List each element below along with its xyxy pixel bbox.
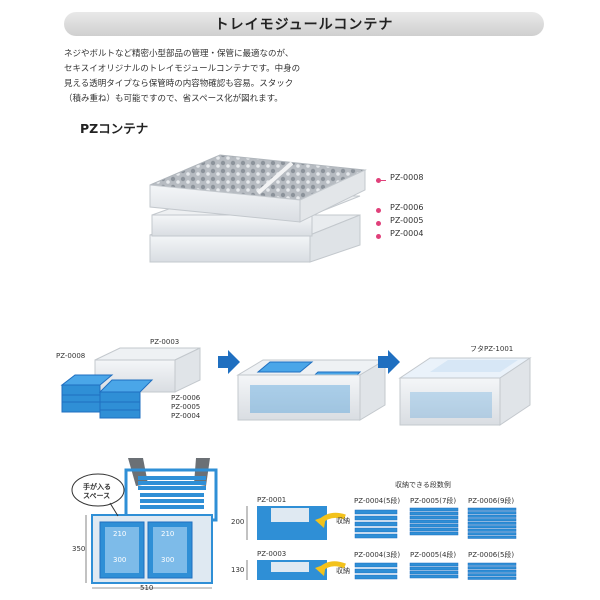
- row2-base: PZ-0003: [257, 550, 287, 558]
- row2-option: PZ-0005(4段): [410, 551, 457, 559]
- step1-side-label: PZ-0006: [171, 394, 201, 402]
- page-title: トレイモジュールコンテナ: [214, 17, 394, 33]
- table-title: 収納できる段数例: [395, 481, 451, 489]
- dim-width: 510: [140, 584, 154, 592]
- row2-arrow-label: 収納: [336, 567, 350, 575]
- intro-line: （積み重ね）も可能ですので、省スペース化が図れます。: [64, 94, 283, 104]
- row1-arrow-label: 収納: [336, 517, 350, 525]
- row1-base: PZ-0001: [257, 496, 287, 504]
- stack-label-pz0006: PZ-0006: [390, 203, 424, 212]
- callout-line: 手が入る: [83, 483, 111, 491]
- row2-option: PZ-0004(3段): [354, 551, 401, 559]
- title-banner: トレイモジュールコンテナ: [64, 12, 544, 36]
- row1-option: PZ-0004(5段): [354, 497, 401, 505]
- section-title: PZコンテナ: [80, 121, 149, 136]
- step1-side-label: PZ-0004: [171, 412, 201, 420]
- label-dot: [376, 208, 381, 213]
- label-dot: [376, 221, 381, 226]
- step1-top-label: PZ-0003: [150, 338, 180, 346]
- callout-line: スペース: [83, 492, 111, 500]
- cell-height: 300: [161, 556, 175, 564]
- stack-label-pz0004: PZ-0004: [390, 229, 424, 238]
- intro-line: ネジやボルトなど精密小型部品の管理・保管に最適なのが、: [64, 49, 294, 59]
- row1-option: PZ-0006(9段): [468, 497, 515, 505]
- cell-width: 210: [113, 530, 127, 538]
- step1-side-label: PZ-0005: [171, 403, 201, 411]
- label-dot: [376, 234, 381, 239]
- intro-line: 見える透明タイプなら保管時の内容物確認も容易。スタック: [64, 79, 294, 89]
- cell-width: 210: [161, 530, 175, 538]
- row2-option: PZ-0006(5段): [468, 551, 515, 559]
- dim-height: 350: [72, 545, 86, 553]
- intro-text: ネジやボルトなど精密小型部品の管理・保管に最適なのが、 セキスイオリジナルのトレ…: [64, 47, 364, 107]
- step1-left-label: PZ-0008: [56, 352, 86, 360]
- stack-label-pz0005: PZ-0005: [390, 216, 424, 225]
- row2-height: 130: [231, 566, 245, 574]
- row1-option: PZ-0005(7段): [410, 497, 457, 505]
- step3-lid-label: フタPZ-1001: [470, 345, 514, 353]
- intro-line: セキスイオリジナルのトレイモジュールコンテナです。中身の: [64, 64, 301, 74]
- stack-label-pz0008: PZ-0008: [390, 173, 424, 182]
- cell-height: 300: [113, 556, 127, 564]
- leader-line: [376, 180, 386, 181]
- label-dot: [376, 178, 381, 183]
- row1-height: 200: [231, 518, 245, 526]
